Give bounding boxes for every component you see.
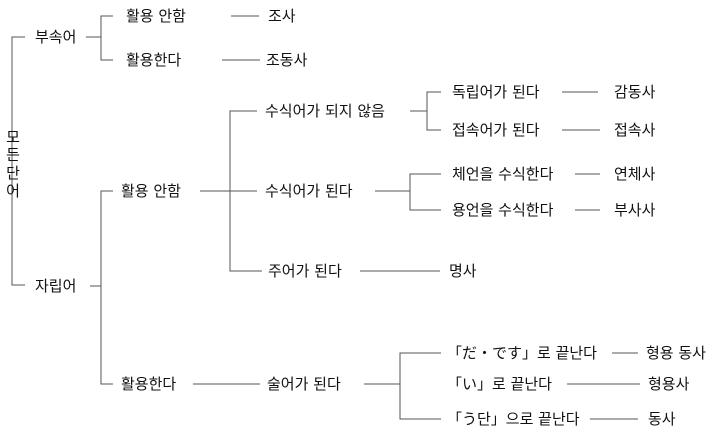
non-modifier-bracket	[426, 91, 441, 131]
root-bracket	[11, 36, 25, 286]
da-desu-node: 「だ・です」로 끝난다	[447, 344, 597, 362]
dependent-uninflected-result: 조사	[268, 7, 296, 25]
modifier-node: 수식어가 된다	[265, 182, 353, 200]
standalone-node: 독립어가 된다	[452, 83, 540, 101]
dependent-node: 부속어	[35, 28, 77, 46]
conjunctive-result: 접속사	[614, 121, 656, 139]
dependent-inflected-result: 조동사	[266, 51, 308, 69]
conjunctive-node: 접속어가 된다	[452, 121, 540, 139]
dependent-bracket	[100, 15, 113, 61]
da-desu-result: 형용 동사	[646, 344, 706, 362]
predicate-bracket	[399, 352, 441, 420]
dependent-inflected-node: 활용한다	[126, 51, 182, 69]
dependent-uninflected-node: 활용 안함	[126, 7, 186, 25]
non-modifier-node: 수식어가 되지 않음	[265, 102, 385, 120]
independent-node: 자립어	[35, 277, 77, 295]
modifier-bracket	[409, 173, 441, 211]
u-end-result: 동사	[648, 410, 676, 428]
root-label: 모든단어	[6, 128, 20, 200]
indep-inflected-node: 활용한다	[121, 375, 177, 393]
i-end-node: 「い」로 끝난다	[447, 375, 552, 393]
independent-bracket	[100, 190, 113, 385]
subject-result: 명사	[449, 262, 477, 280]
verb-mod-result: 부사사	[614, 201, 656, 219]
predicate-node: 술어가 된다	[267, 375, 341, 393]
u-end-node: 「う단」으로 끝난다	[447, 410, 580, 428]
subject-node: 주어가 된다	[268, 262, 342, 280]
noun-mod-node: 체언을 수식한다	[452, 165, 554, 183]
i-end-result: 형용사	[648, 375, 690, 393]
indep-uninflected-node: 활용 안함	[121, 182, 181, 200]
noun-mod-result: 연체사	[614, 165, 656, 183]
standalone-result: 감동사	[614, 83, 656, 101]
verb-mod-node: 용언을 수식한다	[452, 201, 554, 219]
